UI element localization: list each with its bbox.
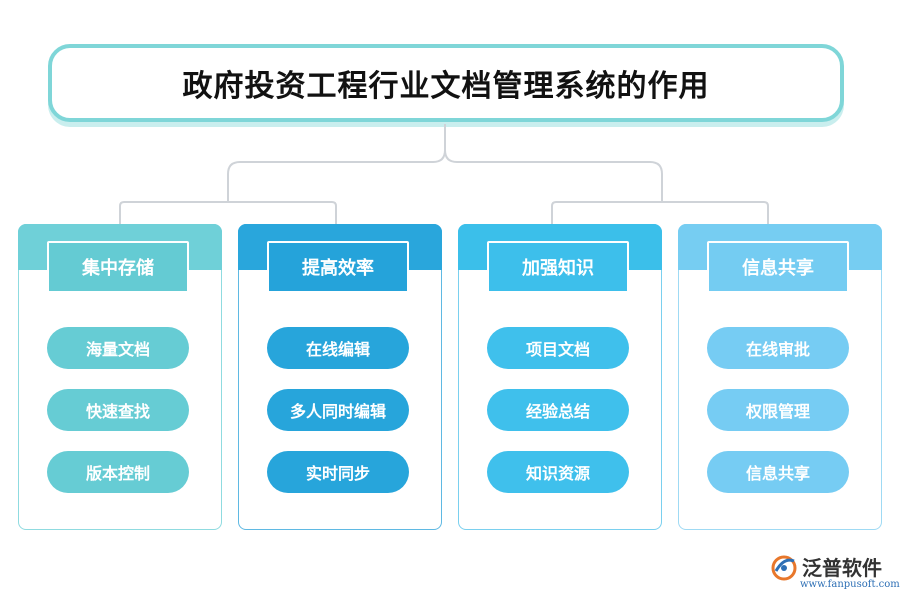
item-pill: 在线审批 <box>707 327 849 369</box>
item-pill: 快速查找 <box>47 389 189 431</box>
connector-trunk-right <box>444 149 663 192</box>
item-pill: 版本控制 <box>47 451 189 493</box>
item-pill: 实时同步 <box>267 451 409 493</box>
item-pill: 多人同时编辑 <box>267 389 409 431</box>
column-3: 加强知识项目文档经验总结知识资源 <box>457 223 662 530</box>
item-pill: 经验总结 <box>487 389 629 431</box>
column-header: 信息共享 <box>707 241 849 293</box>
item-pill: 项目文档 <box>487 327 629 369</box>
item-pill: 海量文档 <box>47 327 189 369</box>
diagram-title: 政府投资工程行业文档管理系统的作用 <box>182 69 710 104</box>
column-header: 加强知识 <box>487 241 629 293</box>
watermark-url: www.fanpusoft.com <box>800 579 900 590</box>
connector-right-group <box>551 201 769 224</box>
item-pill: 权限管理 <box>707 389 849 431</box>
watermark: 泛普软件 www.fanpusoft.com <box>770 552 900 598</box>
item-pill: 信息共享 <box>707 451 849 493</box>
column-header: 集中存储 <box>47 241 189 293</box>
column-4: 信息共享在线审批权限管理信息共享 <box>677 223 882 530</box>
column-header: 提高效率 <box>267 241 409 293</box>
item-pill: 在线编辑 <box>267 327 409 369</box>
column-2: 提高效率在线编辑多人同时编辑实时同步 <box>237 223 442 530</box>
fanpu-logo-icon <box>771 555 797 580</box>
watermark-name: 泛普软件 <box>802 556 882 580</box>
connector-trunk <box>227 124 446 192</box>
connector-left-group <box>119 201 337 224</box>
item-pill: 知识资源 <box>487 451 629 493</box>
title-box: 政府投资工程行业文档管理系统的作用 <box>48 44 844 122</box>
column-1: 集中存储海量文档快速查找版本控制 <box>17 223 222 530</box>
